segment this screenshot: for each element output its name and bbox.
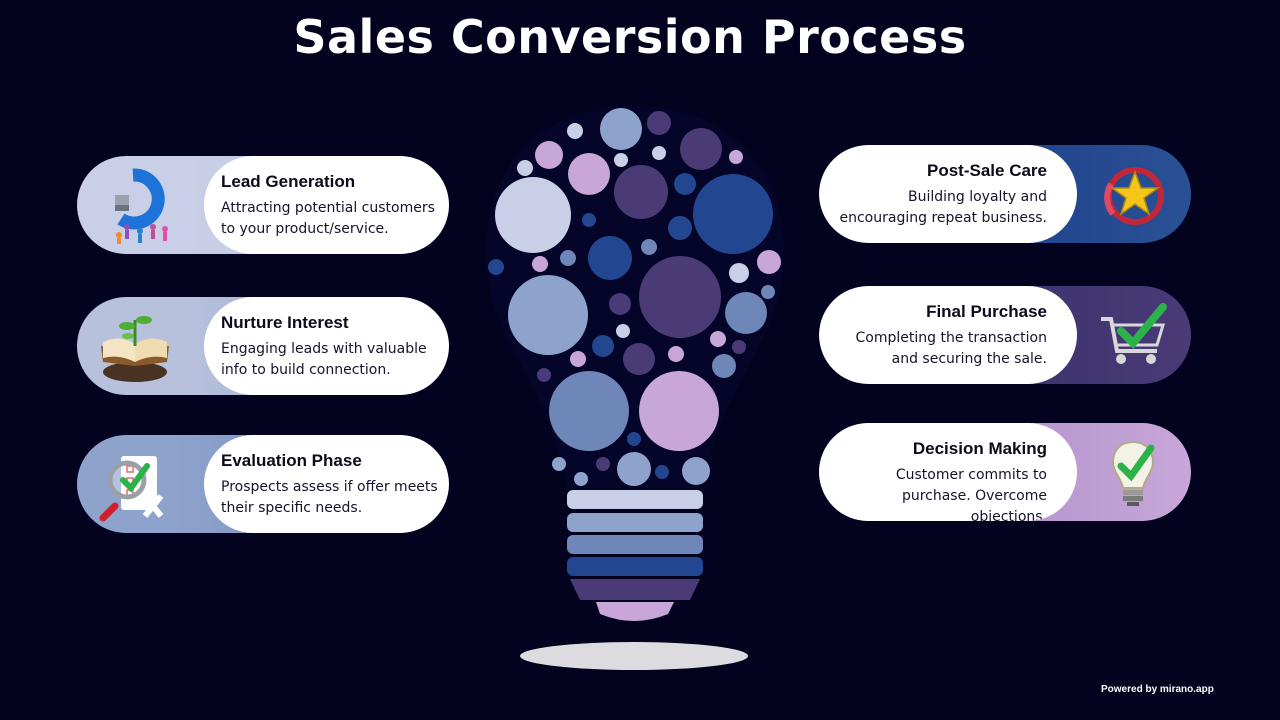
bubble <box>668 216 692 240</box>
step-heading: Evaluation Phase <box>221 451 362 470</box>
bubble <box>567 123 583 139</box>
bubble <box>761 285 775 299</box>
magnifier-checklist-icon <box>99 456 164 522</box>
bubble <box>623 343 655 375</box>
bulb-check-icon <box>1111 440 1155 506</box>
bubble <box>537 368 551 382</box>
star-ring-icon <box>1104 167 1164 225</box>
bubble <box>710 331 726 347</box>
bubble <box>725 292 767 334</box>
bubble <box>549 371 629 451</box>
bubble <box>668 346 684 362</box>
bubble <box>647 111 671 135</box>
base-ring <box>567 557 703 576</box>
step-text-panel: Lead Generation Attracting potential cus… <box>204 156 449 254</box>
base-ring <box>567 513 703 532</box>
bubble <box>574 472 588 486</box>
bubble <box>655 465 669 479</box>
base-ring <box>567 535 703 554</box>
step-description: Customer commits to purchase. Overcome o… <box>895 467 1047 521</box>
cart-check-icon <box>1101 303 1167 364</box>
bubble <box>609 293 631 315</box>
step-text-panel: Decision Making Customer commits to purc… <box>819 423 1077 521</box>
bubble <box>693 174 773 254</box>
bulb-shadow <box>520 642 748 670</box>
bulb-bubbles <box>488 108 781 486</box>
bubble <box>729 263 749 283</box>
bubble <box>495 177 571 253</box>
bubble <box>639 371 719 451</box>
bubble <box>588 236 632 280</box>
bubble <box>517 160 533 176</box>
step-text-panel: Nurture Interest Engaging leads with val… <box>204 297 449 395</box>
bubble <box>641 239 657 255</box>
step-card-post-sale-care: Post-Sale Care Building loyalty and enco… <box>819 145 1191 243</box>
step-heading: Lead Generation <box>221 172 356 191</box>
bubble <box>532 256 548 272</box>
bubble <box>570 351 586 367</box>
base-tip <box>596 602 674 621</box>
step-card-decision-making: Decision Making Customer commits to purc… <box>819 423 1191 521</box>
bubble <box>560 250 576 266</box>
step-heading: Nurture Interest <box>221 313 349 332</box>
bubble <box>535 141 563 169</box>
step-description: Building loyalty and encouraging repeat … <box>839 189 1048 226</box>
bubble <box>732 340 746 354</box>
bulb-base <box>567 490 703 621</box>
step-text-panel: Evaluation Phase Prospects assess if off… <box>204 435 449 533</box>
step-heading: Decision Making <box>912 439 1047 458</box>
bubble <box>552 457 566 471</box>
base-ring <box>570 579 700 600</box>
bubble <box>614 165 668 219</box>
bubble <box>596 457 610 471</box>
bubble <box>712 354 736 378</box>
step-description: Prospects assess if offer meets their sp… <box>221 479 438 516</box>
book-sprout-icon <box>101 316 169 382</box>
step-description: Attracting potential customers to your p… <box>221 200 435 237</box>
step-heading: Post-Sale Care <box>927 161 1047 180</box>
bubble <box>682 457 710 485</box>
bubble <box>582 213 596 227</box>
bubble <box>508 275 588 355</box>
page-title: Sales Conversion Process <box>293 10 967 64</box>
bubble <box>639 256 721 338</box>
base-ring <box>567 490 703 509</box>
bubble <box>757 250 781 274</box>
bubble <box>592 335 614 357</box>
bubble <box>680 128 722 170</box>
bubble <box>616 324 630 338</box>
step-card-evaluation-phase: Evaluation Phase Prospects assess if off… <box>77 435 449 533</box>
powered-by-credit: Powered by mirano.app <box>1101 684 1214 695</box>
step-description: Completing the transaction and securing … <box>855 330 1047 367</box>
bubble <box>627 432 641 446</box>
step-text-panel: Post-Sale Care Building loyalty and enco… <box>819 145 1077 243</box>
bubble <box>729 150 743 164</box>
step-card-lead-generation: Lead Generation Attracting potential cus… <box>77 156 449 254</box>
bubble <box>617 452 651 486</box>
bubble <box>600 108 642 150</box>
bubble <box>652 146 666 160</box>
magnet-people-icon <box>115 168 168 244</box>
step-card-final-purchase: Final Purchase Completing the transactio… <box>819 286 1191 384</box>
step-heading: Final Purchase <box>926 302 1047 321</box>
bubble <box>568 153 610 195</box>
bubble <box>614 153 628 167</box>
step-text-panel: Final Purchase Completing the transactio… <box>819 286 1077 384</box>
bubble <box>674 173 696 195</box>
bubble <box>488 259 504 275</box>
step-description: Engaging leads with valuable info to bui… <box>221 341 427 378</box>
step-card-nurture-interest: Nurture Interest Engaging leads with val… <box>77 297 449 395</box>
